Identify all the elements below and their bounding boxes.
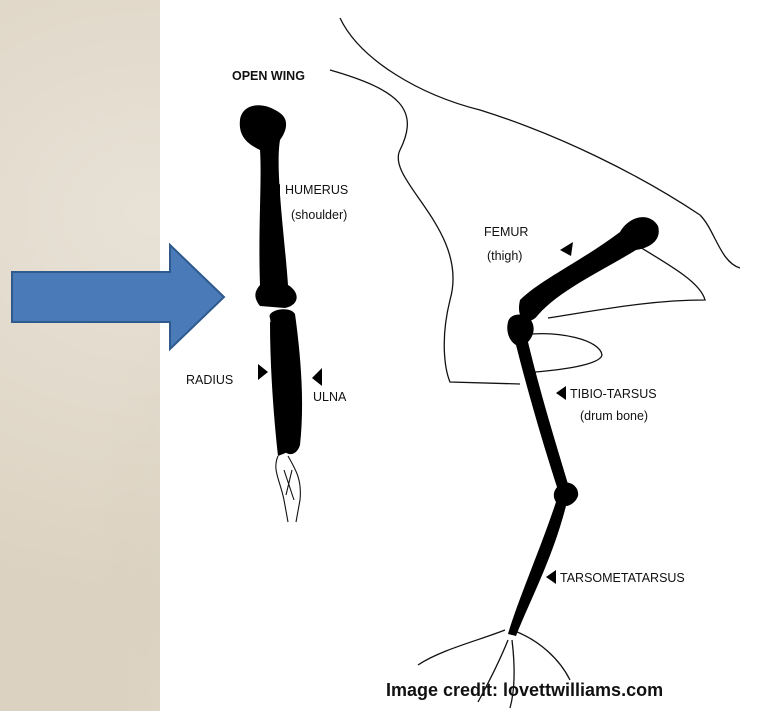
image-credit: Image credit: lovettwilliams.com <box>386 680 663 701</box>
radius-pointer <box>258 364 268 380</box>
blue-callout-arrow <box>12 245 224 349</box>
ulna-label: ULNA <box>313 390 347 404</box>
label-pointers <box>258 184 573 584</box>
tibio-tarsus-pointer <box>556 386 566 400</box>
foot-line-4 <box>512 630 570 680</box>
foot-line-1 <box>418 630 505 665</box>
humerus-label: HUMERUS <box>285 183 348 197</box>
tibio-tarsus-bone <box>507 315 568 491</box>
femur-label: FEMUR <box>484 225 528 239</box>
radius-label: RADIUS <box>186 373 233 387</box>
wing-bones <box>240 105 302 456</box>
back-outline-line <box>340 18 700 215</box>
humerus-bone <box>240 105 297 308</box>
tibio-tarsus-label: TIBIO-TARSUS <box>570 387 657 401</box>
open-wing-title: OPEN WING <box>232 69 305 83</box>
femur-bone <box>519 217 659 321</box>
humerus-sublabel: (shoulder) <box>291 208 347 222</box>
tibio-tarsus-sublabel: (drum bone) <box>580 409 648 423</box>
body-outline <box>330 18 740 708</box>
tarsometatarsus-label: TARSOMETATARSUS <box>560 571 685 585</box>
tarsometatarsus-pointer <box>546 570 556 584</box>
tail-outline-line <box>700 215 740 268</box>
femur-sublabel: (thigh) <box>487 249 522 263</box>
wing-tip-outline <box>276 456 301 522</box>
femur-pointer <box>560 242 573 256</box>
ulna-pointer <box>312 368 322 386</box>
tarsometatarsus-bone <box>508 482 578 636</box>
